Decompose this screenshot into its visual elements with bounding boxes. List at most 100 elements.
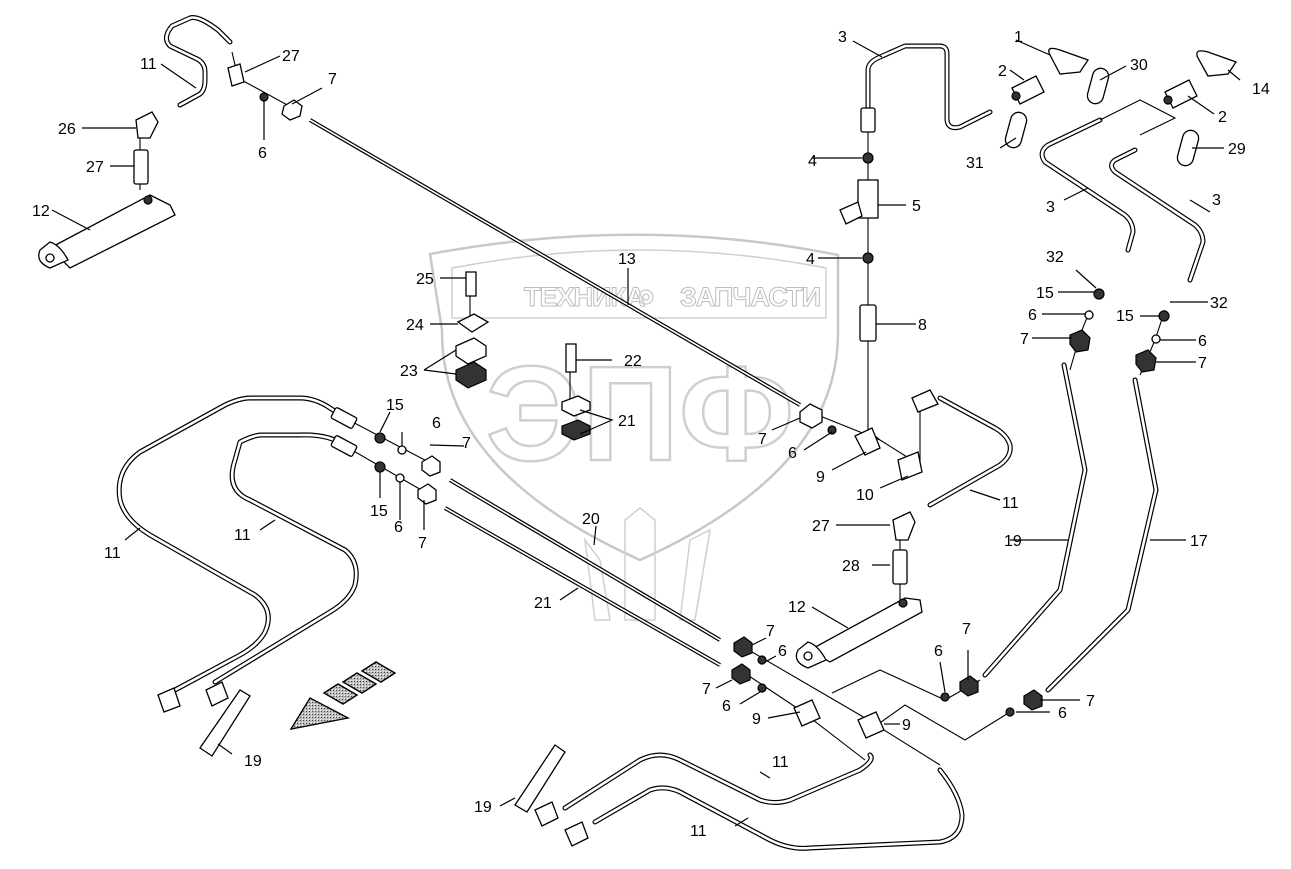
- hose-11-left-outer: [116, 395, 348, 693]
- washer-6-mid: [827, 425, 837, 435]
- nut-7-left-a: [421, 455, 441, 477]
- nut-7-bottom-a: [733, 636, 753, 658]
- pipes: [116, 15, 1206, 851]
- callout-11: 11: [234, 527, 251, 544]
- washer-6-top: [259, 92, 269, 102]
- callout-11: 11: [104, 545, 121, 562]
- callout-6: 6: [934, 643, 943, 660]
- callout-6: 6: [258, 145, 267, 162]
- hose-end-elbow-bottom-b: [564, 821, 589, 847]
- callout-6: 6: [722, 698, 731, 715]
- nut-7-mid: [799, 403, 823, 429]
- coupling-2-top: [1011, 75, 1045, 105]
- nut-7-right-d: [1023, 689, 1043, 711]
- washer-6-right-c: [940, 692, 950, 702]
- rod-13: [308, 118, 802, 407]
- rod-21: [444, 506, 721, 667]
- fitting-15-right-b: [1158, 310, 1170, 322]
- nipple-4-upper: [862, 152, 874, 164]
- nut-7-right-b: [1135, 349, 1157, 373]
- callout-30: 30: [1130, 57, 1148, 74]
- callout-26: 25: [416, 271, 434, 288]
- clamp-half-24-top: [455, 337, 487, 365]
- callout-32: 32: [1046, 249, 1064, 266]
- hose-end-elbow-bottom-a: [534, 801, 559, 827]
- nut-7-right-c: [959, 675, 979, 697]
- tee-block-5: [857, 179, 879, 219]
- tag-30: [1086, 67, 1110, 105]
- callout-9: 9: [752, 711, 761, 728]
- washer-6-bottom-a: [757, 655, 767, 665]
- tag-29: [1176, 129, 1200, 167]
- parts: [38, 47, 1238, 847]
- callout-22: 21: [618, 413, 636, 430]
- clamp-22-bottom: [561, 419, 591, 441]
- coupling-2-right: [1163, 79, 1198, 109]
- hose-end-left-b: [330, 435, 358, 457]
- watermark-gear-icon: [638, 289, 654, 305]
- fitting-15-right-a: [1093, 288, 1105, 300]
- callout-17: 19: [1004, 533, 1022, 550]
- callout-9: 9: [902, 717, 911, 734]
- rod-20: [448, 478, 722, 642]
- nut-7-top: [281, 99, 303, 121]
- callout-7: 7: [418, 535, 427, 552]
- washer-6-right-a: [1084, 310, 1094, 320]
- washer-6-left-a: [397, 445, 407, 455]
- callout-6: 6: [1058, 705, 1067, 722]
- callout-3: 3: [838, 29, 847, 46]
- callout-27: 26: [58, 121, 76, 138]
- callout-15: 15: [1116, 308, 1134, 325]
- watermark-right-text: ЗАПЧАСТИ: [680, 282, 820, 312]
- callout-7: 7: [1086, 693, 1095, 710]
- callout-7: 7: [758, 431, 767, 448]
- callout-19: 19: [474, 799, 492, 816]
- callout-8: 8: [918, 317, 927, 334]
- callout-7: 7: [702, 681, 711, 698]
- pipe-3-right-a: [1039, 117, 1136, 253]
- watermark-wheat-icon: [583, 507, 711, 621]
- watermark-logo: ЭПФ: [486, 338, 794, 489]
- callout-11: 11: [772, 754, 789, 771]
- callout-15: 15: [1036, 285, 1054, 302]
- fitting-28-right: [892, 549, 908, 585]
- direction-arrow-icon: [289, 661, 397, 730]
- nut-7-left-b: [417, 483, 437, 505]
- callout-2: 2: [998, 63, 1007, 80]
- callout-6: 6: [788, 445, 797, 462]
- callout-4: 4: [806, 251, 815, 268]
- fitting-15-left-b: [374, 461, 386, 473]
- callout-9: 9: [816, 469, 825, 486]
- elbow-10: [897, 451, 923, 481]
- callout-25: 24: [406, 317, 424, 334]
- clamp-half-24-bottom: [455, 361, 487, 389]
- dust-cap-14: [1196, 50, 1238, 77]
- callout-11: 11: [690, 823, 707, 840]
- bolt-26: [465, 271, 477, 297]
- washer-6-left-b: [395, 473, 405, 483]
- callout-32: 32: [1210, 295, 1228, 312]
- elbow-27-top-left: [135, 111, 159, 139]
- callout-15: 15: [370, 503, 388, 520]
- cylinder-12-right: [795, 597, 923, 669]
- callout-12: 12: [788, 599, 806, 616]
- callout-28: 27: [86, 159, 104, 176]
- callout-7: 7: [962, 621, 971, 638]
- washer-6-right-d: [1005, 707, 1015, 717]
- callout-7: 7: [1020, 331, 1029, 348]
- callout-28: 28: [842, 558, 860, 575]
- hose-end-elbow-left-a: [157, 687, 181, 713]
- callout-2: 2: [1218, 109, 1227, 126]
- tee-9-mid: [854, 427, 881, 456]
- elbow-11-end: [911, 389, 939, 413]
- callout-6: 6: [778, 643, 787, 660]
- callout-29: 29: [1228, 141, 1246, 158]
- elbow-27-top: [227, 63, 245, 87]
- callout-6: 6: [1198, 333, 1207, 350]
- hose-11-top-left: [164, 15, 233, 108]
- pipe-3-top: [865, 43, 993, 131]
- connector-19-left: [199, 689, 251, 757]
- fitting-28-top-left: [133, 149, 149, 185]
- callout-14: 14: [1252, 81, 1270, 98]
